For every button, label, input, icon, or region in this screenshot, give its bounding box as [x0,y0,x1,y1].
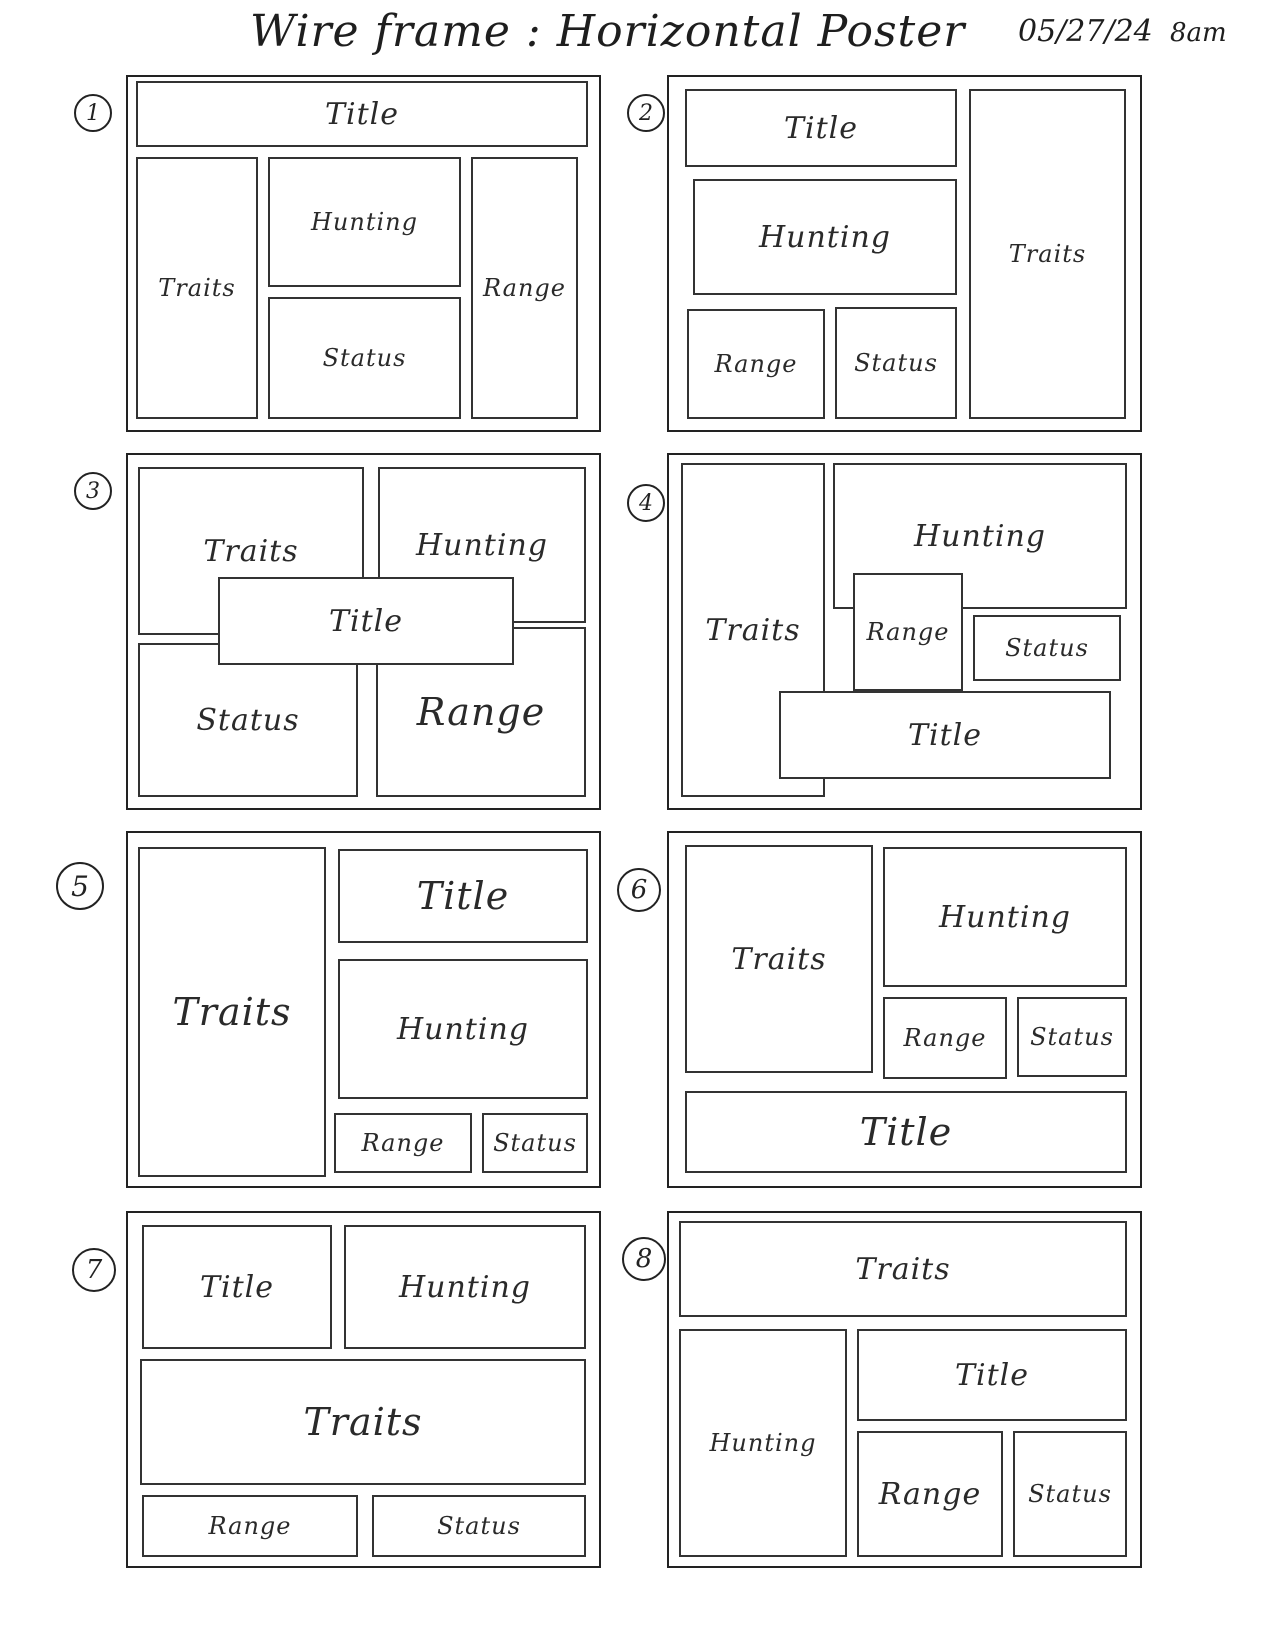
box-label: Status [854,349,938,377]
box-label: Hunting [914,518,1046,554]
sketch-number-8: 8 [622,1237,666,1281]
box-label: Traits [1008,240,1087,268]
title-box: Title [338,849,588,943]
wireframe-sketch-5: Traits Title Hunting Range Status [126,831,601,1188]
box-label: Traits [203,533,299,569]
box-label: Status [493,1129,577,1157]
status-box: Status [1017,997,1127,1077]
box-label: Title [954,1357,1029,1393]
title-box: Title [779,691,1111,779]
box-label: Range [878,1476,982,1512]
wireframe-sketch-2: Title Hunting Traits Range Status [667,75,1142,432]
range-box: Range [687,309,825,419]
box-label: Title [859,1110,953,1154]
sketch-number-3: 3 [74,472,112,510]
box-label: Status [1005,634,1089,662]
box-label: Traits [172,990,292,1034]
title-box: Title [136,81,588,147]
range-box: Range [142,1495,358,1557]
traits-box: Traits [969,89,1126,419]
box-label: Title [328,603,403,639]
wireframe-sketch-1: Title Traits Hunting Range Status [126,75,601,432]
box-label: Traits [855,1251,951,1287]
title-box: Title [218,577,514,665]
sketch-number-2: 2 [627,94,665,132]
wireframe-sketch-8: Traits Hunting Title Range Status [667,1211,1142,1568]
box-label: Title [783,110,858,146]
status-box: Status [835,307,957,419]
traits-box: Traits [685,845,873,1073]
sketch-number-1: 1 [74,94,112,132]
traits-box: Traits [679,1221,1127,1317]
hunting-box: Hunting [679,1329,847,1557]
page-title: Wire frame : Horizontal Poster [250,6,966,57]
range-box: Range [471,157,578,419]
range-box: Range [853,573,963,691]
status-box: Status [268,297,461,419]
range-box: Range [857,1431,1003,1557]
status-box: Status [1013,1431,1127,1557]
hunting-box: Hunting [693,179,957,295]
box-label: Hunting [399,1269,531,1305]
box-label: Traits [731,941,827,977]
sketch-number-4: 4 [627,484,665,522]
box-label: Title [324,96,399,132]
box-label: Status [196,702,300,738]
status-box: Status [973,615,1121,681]
box-label: Hunting [311,208,418,236]
title-box: Title [685,1091,1127,1173]
box-label: Range [714,350,798,378]
status-box: Status [482,1113,588,1173]
box-label: Status [322,344,407,372]
box-label: Traits [303,1400,423,1444]
box-label: Traits [705,612,801,648]
box-label: Range [208,1512,292,1540]
range-box: Range [883,997,1007,1079]
box-label: Range [903,1024,987,1052]
box-label: Status [1028,1480,1112,1508]
hunting-box: Hunting [344,1225,586,1349]
box-label: Status [1030,1023,1114,1051]
page-date: 05/27/24 [1018,14,1153,49]
traits-box: Traits [140,1359,586,1485]
wireframe-sketch-3: Traits Hunting Status Range Title [126,453,601,810]
box-label: Range [416,690,546,734]
box-label: Title [907,717,982,753]
box-label: Hunting [709,1429,817,1457]
title-box: Title [142,1225,332,1349]
box-label: Status [437,1512,521,1540]
box-label: Title [199,1269,274,1305]
box-label: Title [416,874,510,918]
traits-box: Traits [136,157,258,419]
status-box: Status [372,1495,586,1557]
wireframe-sketch-7: Title Hunting Traits Range Status [126,1211,601,1568]
title-box: Title [857,1329,1127,1421]
box-label: Traits [158,274,236,302]
box-label: Hunting [759,219,891,255]
sketch-number-6: 6 [617,868,661,912]
sketch-number-5: 5 [56,862,104,910]
box-label: Range [483,274,566,302]
box-label: Hunting [939,899,1071,935]
box-label: Range [361,1129,445,1157]
traits-box: Traits [138,847,326,1177]
page-time: 8am [1170,18,1227,48]
wireframe-sketch-4: Traits Hunting Range Status Title [667,453,1142,810]
box-label: Range [866,618,950,646]
status-box: Status [138,643,358,797]
hunting-box: Hunting [268,157,461,287]
sketch-number-7: 7 [72,1248,116,1292]
title-box: Title [685,89,957,167]
hunting-box: Hunting [883,847,1127,987]
range-box: Range [334,1113,472,1173]
box-label: Hunting [416,527,548,563]
box-label: Hunting [397,1011,529,1047]
hunting-box: Hunting [338,959,588,1099]
wireframe-sketch-6: Traits Hunting Range Status Title [667,831,1142,1188]
